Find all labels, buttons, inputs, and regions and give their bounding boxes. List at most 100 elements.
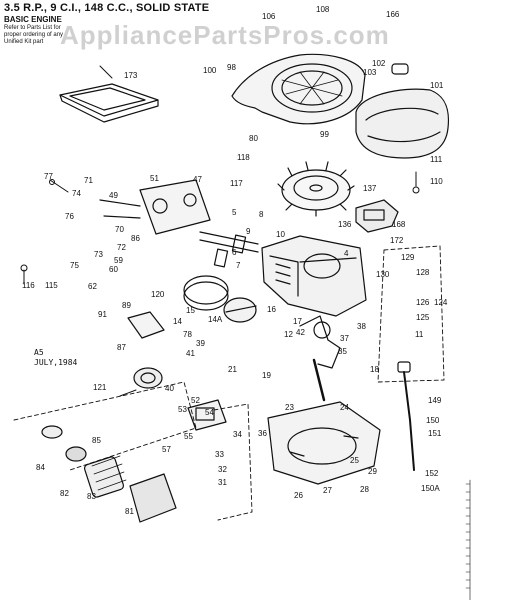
callout-86: 86 bbox=[131, 234, 140, 243]
callout-82: 82 bbox=[60, 489, 69, 498]
callout-18: 18 bbox=[370, 365, 379, 374]
filter-plate-part bbox=[59, 83, 159, 123]
diagram-note: Refer to Parts List for proper ordering … bbox=[4, 25, 64, 45]
callout-38: 38 bbox=[357, 322, 366, 331]
flywheel-part bbox=[277, 161, 355, 217]
callout-91: 91 bbox=[98, 310, 107, 319]
callout-8: 8 bbox=[259, 210, 264, 219]
callout-4: 4 bbox=[344, 249, 349, 258]
sump-base-part bbox=[267, 401, 381, 485]
callout-27: 27 bbox=[323, 486, 332, 495]
callout-84: 84 bbox=[36, 463, 45, 472]
diagram-subtitle: BASIC ENGINE bbox=[4, 15, 62, 24]
callout-83: 83 bbox=[87, 492, 96, 501]
callout-74: 74 bbox=[72, 189, 81, 198]
callout-26: 26 bbox=[294, 491, 303, 500]
diagram-title: 3.5 R.P., 9 C.I., 148 C.C., SOLID STATE bbox=[4, 2, 210, 14]
callout-108: 108 bbox=[316, 5, 330, 14]
date-stamp-code: A5 bbox=[34, 348, 44, 357]
callout-125: 125 bbox=[416, 313, 430, 322]
callout-124: 124 bbox=[434, 298, 448, 307]
carburetor-bracket-part bbox=[99, 179, 211, 235]
callout-11: 11 bbox=[415, 330, 424, 339]
callout-35: 35 bbox=[338, 347, 347, 356]
ignition-module-part bbox=[355, 199, 399, 233]
callout-70: 70 bbox=[115, 225, 124, 234]
callout-81: 81 bbox=[125, 507, 134, 516]
muffler-part bbox=[41, 425, 177, 523]
callout-98: 98 bbox=[227, 63, 236, 72]
callout-19: 19 bbox=[262, 371, 271, 380]
callout-55: 55 bbox=[184, 432, 193, 441]
callout-149: 149 bbox=[428, 396, 442, 405]
callout-73: 73 bbox=[94, 250, 103, 259]
callout-137: 137 bbox=[363, 184, 377, 193]
callout-39: 39 bbox=[196, 339, 205, 348]
callout-78: 78 bbox=[183, 330, 192, 339]
callout-115: 115 bbox=[45, 281, 58, 290]
callout-87: 87 bbox=[117, 343, 126, 352]
callout-53: 53 bbox=[178, 405, 187, 414]
callout-72: 72 bbox=[117, 243, 126, 252]
piston-part bbox=[183, 275, 257, 323]
callout-116: 116 bbox=[22, 281, 35, 290]
watermark-text: AppliancePartsPros.com bbox=[60, 20, 390, 50]
callout-85: 85 bbox=[92, 436, 101, 445]
callout-57: 57 bbox=[162, 445, 171, 454]
bracket-muffler-group bbox=[13, 381, 197, 471]
bracket-valve-group bbox=[377, 245, 445, 383]
callout-106: 106 bbox=[262, 12, 276, 21]
callout-24: 24 bbox=[340, 403, 349, 412]
callout-121: 121 bbox=[93, 383, 107, 392]
callout-54: 54 bbox=[205, 408, 214, 417]
callout-9: 9 bbox=[246, 227, 251, 236]
callout-60: 60 bbox=[109, 265, 118, 274]
callout-23: 23 bbox=[285, 403, 294, 412]
blower-housing-part bbox=[231, 53, 366, 125]
callout-76: 76 bbox=[65, 212, 74, 221]
callout-12: 12 bbox=[284, 330, 293, 339]
bracket-oil-group bbox=[213, 403, 253, 521]
callout-31: 31 bbox=[218, 478, 227, 487]
callout-151: 151 bbox=[428, 429, 442, 438]
callout-36: 36 bbox=[258, 429, 267, 438]
callout-7: 7 bbox=[236, 261, 241, 270]
callout-5: 5 bbox=[232, 208, 237, 217]
callout-25: 25 bbox=[350, 456, 359, 465]
callout-168: 168 bbox=[392, 220, 406, 229]
callout-102: 102 bbox=[372, 59, 386, 68]
callout-10: 10 bbox=[276, 230, 285, 239]
callout-34: 34 bbox=[233, 430, 242, 439]
callout-77: 77 bbox=[44, 172, 53, 181]
callout-16: 16 bbox=[267, 305, 276, 314]
callout-15: 15 bbox=[186, 306, 195, 315]
callout-75: 75 bbox=[70, 261, 79, 270]
date-stamp-date: JULY,1984 bbox=[34, 358, 78, 367]
callout-29: 29 bbox=[368, 467, 377, 476]
callout-21: 21 bbox=[228, 365, 237, 374]
dipstick-tube-part bbox=[397, 361, 415, 471]
callout-150A: 150A bbox=[421, 484, 440, 493]
callout-117: 117 bbox=[230, 179, 243, 188]
callout-40: 40 bbox=[165, 384, 174, 393]
callout-118: 118 bbox=[237, 153, 250, 162]
date-stamp: A5 JULY,1984 bbox=[34, 348, 77, 368]
callout-130: 130 bbox=[376, 270, 390, 279]
callout-128: 128 bbox=[416, 268, 430, 277]
callout-14: 14 bbox=[173, 317, 182, 326]
callout-6: 6 bbox=[232, 248, 237, 257]
cylinder-block-part bbox=[261, 235, 367, 317]
callout-152: 152 bbox=[425, 469, 439, 478]
callout-14A: 14A bbox=[208, 315, 223, 324]
callout-99: 99 bbox=[320, 130, 329, 139]
callout-120: 120 bbox=[151, 290, 165, 299]
callout-172: 172 bbox=[390, 236, 404, 245]
callout-101: 101 bbox=[430, 81, 444, 90]
fuel-tank-part bbox=[355, 63, 450, 159]
callout-100: 100 bbox=[203, 66, 217, 75]
callout-71: 71 bbox=[84, 176, 93, 185]
callout-173: 173 bbox=[124, 71, 138, 80]
callout-17: 17 bbox=[293, 317, 302, 326]
